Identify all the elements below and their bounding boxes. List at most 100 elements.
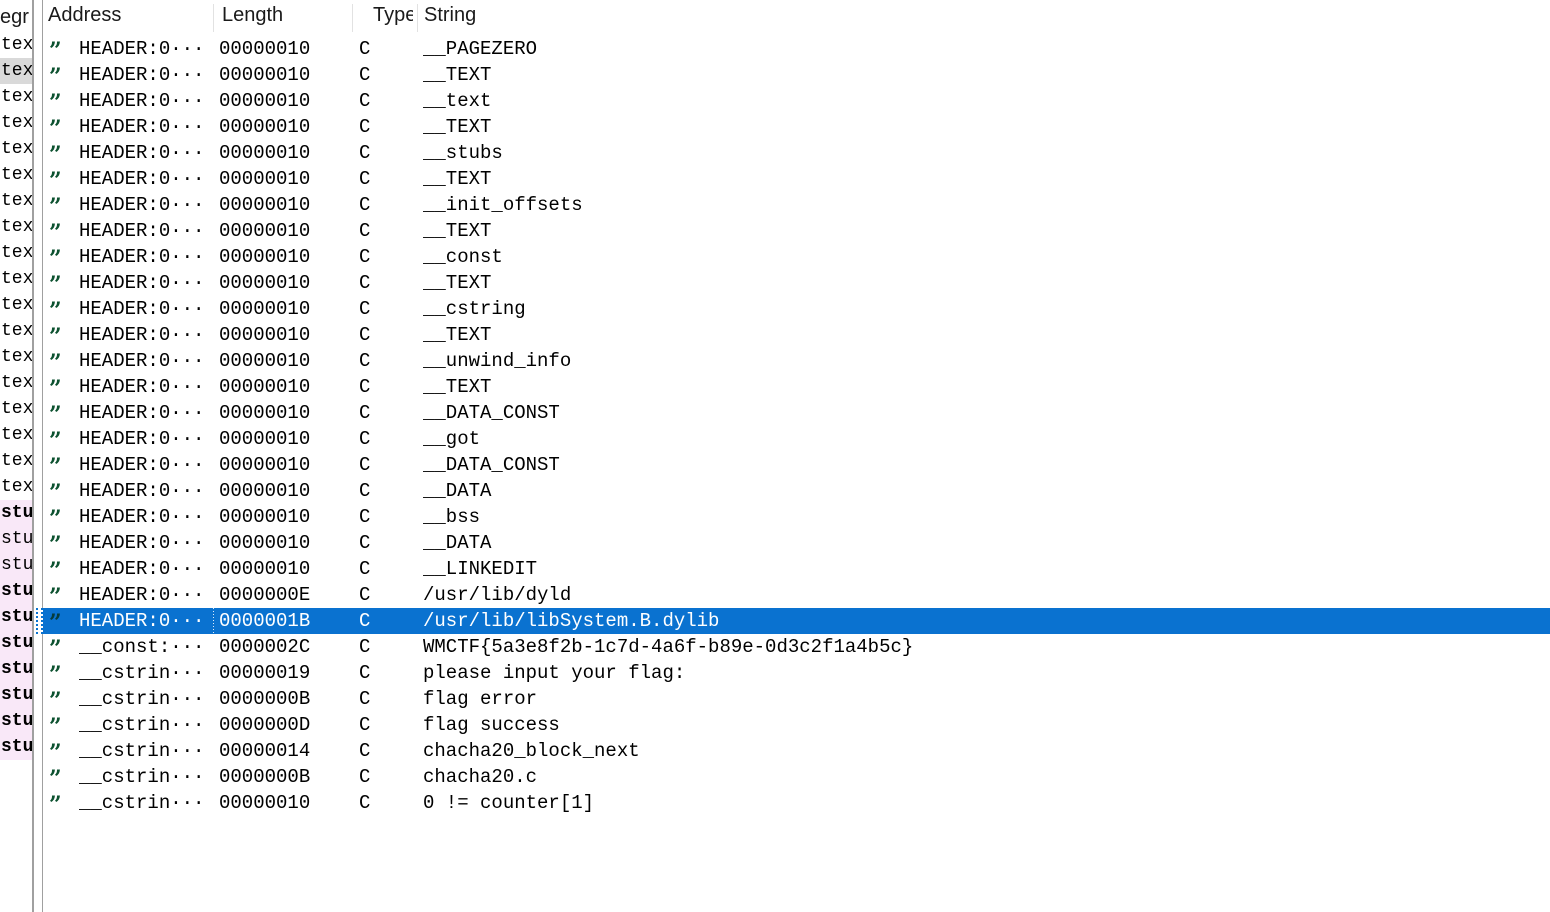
type-cell: C xyxy=(359,428,371,450)
type-cell: C xyxy=(359,194,371,216)
type-cell: C xyxy=(359,766,371,788)
strings-table-row[interactable]: ” HEADER:0··· 00000010 C __PAGEZERO xyxy=(43,36,1550,62)
string-icon-cell: ” xyxy=(43,764,79,790)
column-header-type[interactable]: Type xyxy=(373,4,413,26)
segments-list-item[interactable]: stu xyxy=(0,656,32,682)
type-cell: C xyxy=(359,792,371,814)
strings-table-row[interactable]: ” HEADER:0··· 00000010 C __text xyxy=(43,88,1550,114)
string-icon-cell: ” xyxy=(43,634,79,660)
column-header-length[interactable]: Length xyxy=(222,4,284,26)
strings-table-row[interactable]: ” HEADER:0··· 0000000E C /usr/lib/dyld xyxy=(43,582,1550,608)
strings-table-row[interactable]: ” HEADER:0··· 00000010 C __init_offsets xyxy=(43,192,1550,218)
segments-list-item[interactable]: tex xyxy=(1,217,32,237)
column-separator[interactable] xyxy=(352,4,353,32)
segments-list-item[interactable]: tex xyxy=(1,269,32,289)
segments-list-item[interactable]: tex xyxy=(1,347,32,367)
segments-list-item[interactable]: tex xyxy=(1,425,32,445)
column-header-address[interactable]: Address xyxy=(48,4,122,26)
column-header-string[interactable]: String xyxy=(424,4,477,26)
strings-table-row[interactable]: ” __const:··· 0000002C C WMCTF{5a3e8f2b-… xyxy=(43,634,1550,660)
segments-list-item[interactable]: tex xyxy=(1,113,32,133)
type-cell: C xyxy=(359,532,371,554)
strings-table-header: Address Length Type String xyxy=(43,0,1550,36)
strings-table-row[interactable]: ” HEADER:0··· 00000010 C __bss xyxy=(43,504,1550,530)
strings-table-row[interactable]: ” HEADER:0··· 00000010 C __LINKEDIT xyxy=(43,556,1550,582)
segments-list-item[interactable]: tex xyxy=(1,87,32,107)
strings-table-row[interactable]: ” HEADER:0··· 00000010 C __TEXT xyxy=(43,270,1550,296)
strings-table-row[interactable]: ” HEADER:0··· 00000010 C __TEXT xyxy=(43,218,1550,244)
length-cell: 00000010 xyxy=(219,480,311,502)
strings-table-row[interactable]: ” HEADER:0··· 00000010 C __DATA xyxy=(43,530,1550,556)
segments-list-item[interactable]: stu xyxy=(0,500,32,526)
segments-list: tex tex tex tex tex tex tex tex tex tex tex tex tex t… xyxy=(0,32,32,760)
segments-list-item[interactable]: tex xyxy=(1,451,32,471)
type-cell: C xyxy=(359,610,371,632)
segments-list-item[interactable]: stu xyxy=(0,604,32,630)
strings-table-row[interactable]: ” HEADER:0··· 00000010 C __DATA xyxy=(43,478,1550,504)
strings-table-row[interactable]: ” HEADER:0··· 00000010 C __TEXT xyxy=(43,114,1550,140)
length-cell: 00000010 xyxy=(219,402,311,424)
strings-table-row[interactable]: ” HEADER:0··· 00000010 C __stubs xyxy=(43,140,1550,166)
string-cell: __got xyxy=(423,428,481,450)
strings-table-row[interactable]: ” HEADER:0··· 00000010 C __TEXT xyxy=(43,62,1550,88)
string-cell: chacha20_block_next xyxy=(423,740,640,762)
string-icon-cell: ” xyxy=(43,608,79,634)
quote-glyph: ” xyxy=(49,402,62,426)
string-cell: __TEXT xyxy=(423,272,492,294)
length-cell: 00000019 xyxy=(219,662,311,684)
strings-table-row[interactable]: ” __cstrin··· 0000000B C chacha20.c xyxy=(43,764,1550,790)
segments-list-item[interactable]: stu xyxy=(0,682,32,708)
segments-list-item[interactable]: tex xyxy=(1,399,32,419)
segments-list-item[interactable]: stu xyxy=(0,630,32,656)
strings-table-row[interactable]: ” HEADER:0··· 00000010 C __const xyxy=(43,244,1550,270)
segments-list-item[interactable]: tex xyxy=(1,243,32,263)
type-cell: C xyxy=(359,220,371,242)
strings-table-row[interactable]: ” HEADER:0··· 00000010 C __got xyxy=(43,426,1550,452)
quote-glyph: ” xyxy=(49,506,62,530)
strings-table-row[interactable]: ” HEADER:0··· 00000010 C __TEXT xyxy=(43,374,1550,400)
segments-list-item[interactable]: stu xyxy=(0,552,32,578)
length-cell: 00000010 xyxy=(219,792,311,814)
segments-list-item[interactable]: tex xyxy=(1,165,32,185)
strings-table-row[interactable]: ” HEADER:0··· 00000010 C __DATA_CONST xyxy=(43,452,1550,478)
length-cell: 00000010 xyxy=(219,116,311,138)
length-cell: 00000010 xyxy=(219,506,311,528)
quote-glyph: ” xyxy=(49,64,62,88)
segments-list-item[interactable]: stu xyxy=(0,708,32,734)
segments-list-item[interactable]: stu xyxy=(0,578,32,604)
selected-row-focus-strip xyxy=(36,608,43,634)
quote-glyph: ” xyxy=(49,558,62,582)
segments-list-item[interactable]: tex xyxy=(1,191,32,211)
strings-table-row[interactable]: ” HEADER:0··· 00000010 C __cstring xyxy=(43,296,1550,322)
strings-table-row[interactable]: ” __cstrin··· 0000000B C flag error xyxy=(43,686,1550,712)
strings-table-row[interactable]: ” HEADER:0··· 00000010 C __DATA_CONST xyxy=(43,400,1550,426)
strings-table-row[interactable]: ” __cstrin··· 00000010 C 0 != counter[1] xyxy=(43,790,1550,816)
column-separator[interactable] xyxy=(417,4,418,32)
quote-glyph: ” xyxy=(49,714,62,738)
string-icon-cell: ” xyxy=(43,738,79,764)
string-cell: __TEXT xyxy=(423,376,492,398)
segments-list-item[interactable]: tex xyxy=(0,58,32,84)
strings-table-row[interactable]: ” __cstrin··· 00000019 C please input yo… xyxy=(43,660,1550,686)
strings-table-row[interactable]: ” __cstrin··· 00000014 C chacha20_block_… xyxy=(43,738,1550,764)
length-cell: 00000010 xyxy=(219,168,311,190)
segments-list-item[interactable]: tex xyxy=(1,35,32,55)
strings-table-row[interactable]: ” __cstrin··· 0000000D C flag success xyxy=(43,712,1550,738)
column-separator[interactable] xyxy=(213,4,214,32)
address-cell: HEADER:0··· xyxy=(79,116,205,138)
segments-list-item[interactable]: tex xyxy=(1,139,32,159)
type-cell: C xyxy=(359,480,371,502)
length-cell: 0000000D xyxy=(219,714,311,736)
segments-list-item[interactable]: tex xyxy=(1,373,32,393)
strings-table-row[interactable]: ” HEADER:0··· 00000010 C __TEXT xyxy=(43,166,1550,192)
strings-table-row[interactable]: ” HEADER:0··· 0000001B C /usr/lib/libSys… xyxy=(43,608,1550,634)
segments-list-item[interactable]: tex xyxy=(1,295,32,315)
strings-table-row[interactable]: ” HEADER:0··· 00000010 C __unwind_info xyxy=(43,348,1550,374)
segments-list-item[interactable]: stu xyxy=(0,734,32,760)
segments-list-item[interactable]: stu xyxy=(0,526,32,552)
address-cell: HEADER:0··· xyxy=(79,220,205,242)
segments-list-item[interactable]: tex xyxy=(1,321,32,341)
length-cell: 0000001B xyxy=(219,610,311,632)
segments-list-item[interactable]: tex xyxy=(1,477,32,497)
strings-table-row[interactable]: ” HEADER:0··· 00000010 C __TEXT xyxy=(43,322,1550,348)
